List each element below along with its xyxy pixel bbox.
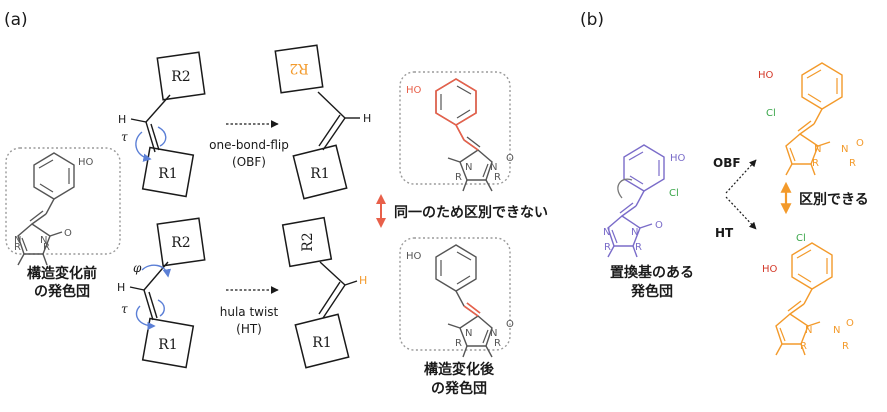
after-obf-oh-label: HO [406, 85, 422, 96]
obf-start-tau-label: τ [121, 130, 128, 144]
after-obf-chromophore-box [399, 71, 511, 185]
substituted-n1-label: N [603, 227, 610, 238]
b-obf-n2-label: N [841, 144, 848, 155]
ht-product-r1-box [294, 313, 350, 369]
after-ht-n1-label: N [465, 328, 472, 339]
b-ht-oh-label: HO [762, 264, 778, 275]
b-ht-cl-label: Cl [796, 233, 806, 244]
obf-product-structure [274, 44, 360, 200]
obf-product-r2-label: R2 [289, 60, 308, 76]
before-chromophore-box [5, 147, 121, 255]
substituted-r1-label: R [604, 242, 611, 253]
obf-start-h-label: H [118, 113, 126, 126]
substituted-cl-label: Cl [669, 188, 679, 199]
before-n1-label: N [14, 235, 21, 246]
panel-label-b: (b) [580, 10, 604, 30]
b-ht-r1-label: R [800, 341, 807, 352]
before-r2-label: R [43, 242, 50, 253]
before-caption-line2: の発色団 [34, 283, 90, 300]
after-obf-r1-label: R [455, 172, 462, 183]
indistinguishable-text: 同一のため区別できない [394, 205, 548, 221]
ht-start-tau-arrow [135, 305, 156, 331]
ht-product-r2-label: R2 [300, 232, 316, 251]
substituted-o-label: O [655, 220, 663, 231]
after-ht-chromophore-box [399, 237, 511, 351]
b-obf-oh-label: HO [758, 70, 774, 81]
substituted-oh-label: HO [670, 153, 686, 164]
b-obf-label: OBF [713, 156, 741, 170]
b-obf-n1-label: N [814, 144, 821, 155]
b-obf-arrow [725, 159, 757, 194]
ht-start-tau-label: τ [121, 302, 128, 316]
b-obf-cl-label: Cl [766, 108, 776, 119]
before-n2-label: N [40, 235, 47, 246]
obf-start-r2-label: R2 [171, 69, 190, 85]
after-obf-chromophore-structure [435, 78, 493, 192]
ht-label-line1: hula twist [220, 305, 279, 319]
obf-start-r1-label: R1 [158, 166, 177, 182]
obf-product-r2-box [274, 44, 324, 94]
after-ht-oh-label: HO [406, 251, 422, 262]
after-ht-r1-label: R [455, 338, 462, 349]
before-o-label: O [64, 228, 72, 239]
after-caption-line1: 構造変化後 [424, 361, 495, 378]
ht-label-line2: (HT) [236, 322, 262, 336]
after-obf-o-label: O [506, 153, 514, 164]
b-ht-n2-label: N [833, 325, 840, 336]
after-ht-o-label: O [506, 319, 514, 330]
obf-start-tau-arrow [135, 131, 152, 162]
obf-start-structure [130, 51, 206, 198]
b-ht-r2-label: R [842, 341, 849, 352]
obf-product-h-label: H [363, 112, 371, 125]
substituted-rotation-arrow [617, 178, 633, 199]
after-obf-n1-label: N [465, 162, 472, 173]
after-caption-line2: の発色団 [431, 380, 487, 397]
obf-product-r1-box [292, 144, 348, 200]
obf-start-r1-box [141, 146, 195, 198]
after-obf-r2-label: R [494, 172, 501, 183]
ht-product-r1-label: R1 [312, 335, 331, 351]
ht-product-structure [281, 216, 358, 369]
b-obf-o-label: O [856, 138, 864, 149]
substituted-n2-label: N [631, 227, 638, 238]
ht-start-phi-arrow [141, 264, 172, 278]
before-oh-label: HO [78, 157, 94, 168]
after-ht-chromophore-structure [435, 244, 493, 358]
distinguishable-text: 区別できる [799, 192, 869, 208]
ht-start-r1-label: R1 [158, 337, 177, 353]
ht-start-structure [129, 217, 206, 369]
ht-start-r2-label: R2 [171, 235, 190, 251]
obf-label-line1: one-bond-flip [209, 138, 289, 152]
ht-start-phi-label: φ [133, 261, 142, 275]
after-ht-r2-label: R [494, 338, 501, 349]
obf-start-r2-box [156, 51, 206, 101]
b-obf-r2-label: R [849, 158, 856, 169]
before-caption-line1: 構造変化前 [27, 265, 97, 282]
ht-product-r2-box [281, 216, 333, 268]
substituted-caption-line2: 発色団 [630, 283, 673, 300]
obf-label-line2: (OBF) [232, 155, 266, 169]
substituted-caption-line1: 置換基のある [610, 264, 694, 281]
ht-start-r1-box [141, 317, 195, 369]
b-ht-o-label: O [846, 318, 854, 329]
b-ht-product-structure [775, 242, 833, 356]
after-ht-n2-label: N [490, 328, 497, 339]
ht-start-h-label: H [117, 281, 125, 294]
after-obf-n2-label: N [490, 162, 497, 173]
b-obf-r1-label: R [812, 158, 819, 169]
ht-product-h-label: H [359, 274, 367, 287]
before-r1-label: R [14, 242, 21, 253]
substituted-r2-label: R [635, 242, 642, 253]
b-ht-label: HT [715, 226, 734, 240]
obf-product-r1-label: R1 [310, 166, 329, 182]
panel-label-a: (a) [4, 10, 28, 30]
substituted-chromophore-structure [607, 144, 665, 258]
b-ht-arrow [725, 196, 757, 230]
b-ht-n1-label: N [805, 325, 812, 336]
ht-start-r2-box [156, 217, 206, 267]
